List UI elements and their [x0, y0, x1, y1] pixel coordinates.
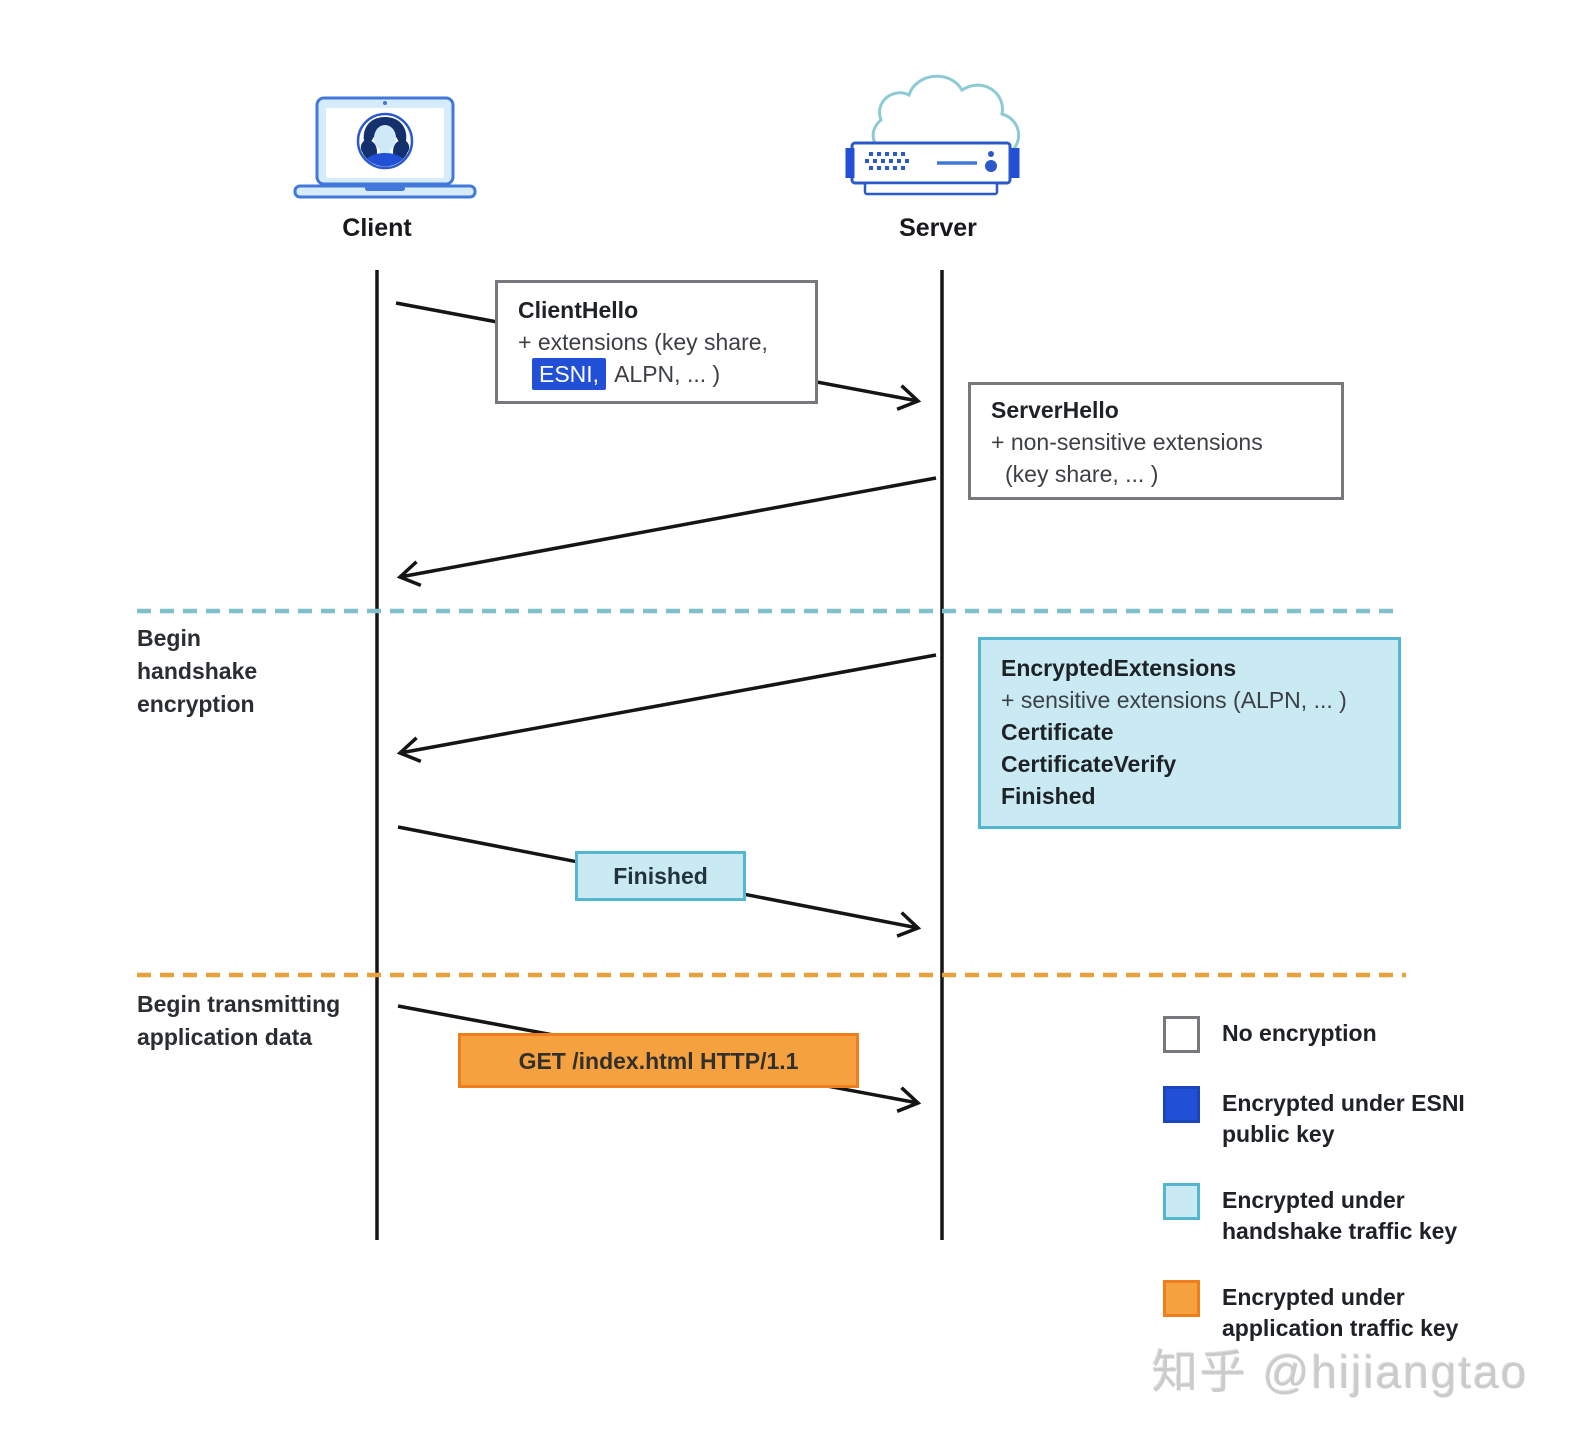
legend-item-application-key: Encrypted under application traffic key [1163, 1280, 1543, 1344]
clienthello-title: ClientHello [518, 297, 639, 323]
legend-swatch-no-encryption [1163, 1016, 1200, 1053]
legend-item-esni-key: Encrypted under ESNI public key [1163, 1086, 1543, 1150]
esni-highlight-chip: ESNI, [532, 358, 607, 390]
serverhello-keyshare-line: (key share, ... ) [1005, 461, 1159, 487]
legend-swatch-handshake-key [1163, 1183, 1200, 1220]
http-get-message-box: GET /index.html HTTP/1.1 [458, 1033, 859, 1088]
finished-message-box: Finished [575, 851, 746, 901]
clienthello-message-box: ClientHello + extensions (key share, ESN… [495, 280, 818, 404]
server-dots [865, 152, 909, 170]
serverhello-extensions-line: + non-sensitive extensions [991, 429, 1263, 455]
phase-label-handshake-encryption: Begin handshake encryption [137, 625, 258, 717]
client-label: Client [342, 214, 412, 242]
clienthello-alpn-text: ALPN, ... ) [614, 361, 721, 387]
serverhello-title: ServerHello [991, 397, 1119, 423]
clienthello-extensions-line: + extensions (key share, [518, 329, 768, 355]
server-label: Server [899, 214, 977, 242]
server-cloud-icon [845, 74, 1021, 196]
legend-label-handshake-key: Encrypted under handshake traffic key [1222, 1187, 1458, 1244]
legend-swatch-application-key [1163, 1280, 1200, 1317]
legend-label-esni-key: Encrypted under ESNI public key [1222, 1090, 1465, 1147]
arrow-encrypted-extensions [396, 653, 937, 764]
legend-item-no-encryption: No encryption [1163, 1016, 1543, 1053]
encext-certificateverify-line: CertificateVerify [1001, 751, 1177, 777]
serverhello-message-box: ServerHello + non-sensitive extensions (… [968, 382, 1344, 500]
watermark: 知乎 @hijiangtao [1152, 1346, 1529, 1398]
legend-item-handshake-key: Encrypted under handshake traffic key [1163, 1183, 1543, 1247]
phase-label-application-data: Begin transmitting application data [137, 991, 341, 1050]
encext-title: EncryptedExtensions [1001, 655, 1237, 681]
encext-sensitive-line: + sensitive extensions (ALPN, ... ) [1001, 687, 1347, 713]
encext-certificate-line: Certificate [1001, 719, 1114, 745]
legend-swatch-esni-key [1163, 1086, 1200, 1123]
client-laptop-icon [293, 96, 477, 199]
encrypted-extensions-message-box: EncryptedExtensions + sensitive extensio… [978, 637, 1401, 829]
legend: No encryption Encrypted under ESNI publi… [1163, 1016, 1543, 1377]
arrow-serverhello [396, 476, 937, 587]
encext-finished-line: Finished [1001, 783, 1096, 809]
cloud-icon [871, 74, 1021, 158]
legend-label-no-encryption: No encryption [1222, 1020, 1377, 1046]
legend-label-application-key: Encrypted under application traffic key [1222, 1284, 1459, 1341]
